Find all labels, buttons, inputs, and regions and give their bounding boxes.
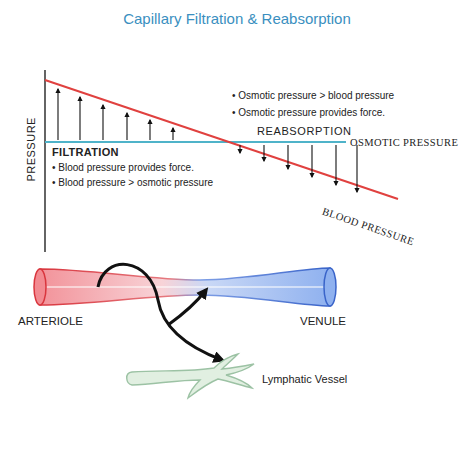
flow-arrow xyxy=(98,264,222,360)
filtration-arrow xyxy=(126,113,127,140)
filtration-arrow xyxy=(57,89,58,140)
note-text: • Osmotic pressure provides force. xyxy=(232,107,385,119)
reabsorption-arrow xyxy=(311,145,312,177)
arteriole-end xyxy=(34,269,46,305)
axis-label: PRESSURE xyxy=(25,118,38,182)
filtration-arrow xyxy=(149,120,150,140)
filtration-arrow xyxy=(79,97,80,140)
reabsorption-arrows xyxy=(240,145,357,192)
reabsorption-arrow xyxy=(239,145,240,153)
region-label: FILTRATION xyxy=(52,146,119,159)
filtration-arrow xyxy=(102,105,103,140)
line-label: BLOOD PRESSURE xyxy=(319,205,418,249)
note-text: • Blood pressure > osmotic pressure xyxy=(52,177,213,189)
vessel-highlight xyxy=(45,286,325,288)
vessel-label: ARTERIOLE xyxy=(18,315,83,329)
vessel-label: Lymphatic Vessel xyxy=(262,373,347,386)
reabsorption-arrow xyxy=(263,145,264,161)
reabsorption-arrow xyxy=(356,145,357,192)
note-text: • Osmotic pressure > blood pressure xyxy=(232,90,394,102)
osmotic-pressure-line xyxy=(45,141,346,143)
line-label: OSMOTIC PRESSURE xyxy=(350,137,458,150)
return-arrow xyxy=(168,290,206,325)
pressure-axis xyxy=(44,70,45,252)
vessel-label: VENULE xyxy=(300,315,346,329)
lymphatic-vessel xyxy=(127,354,254,398)
capillary-vessel xyxy=(40,268,330,306)
blood-pressure-line xyxy=(45,80,398,199)
reabsorption-arrow xyxy=(287,145,288,169)
venule-end xyxy=(324,268,336,306)
region-label: REABSORPTION xyxy=(257,125,352,138)
filtration-arrow xyxy=(172,128,173,140)
note-text: • Blood pressure provides force. xyxy=(52,162,194,174)
diagram-title: Capillary Filtration & Reabsorption xyxy=(0,10,474,27)
filtration-arrows xyxy=(58,89,173,140)
reabsorption-arrow xyxy=(335,145,336,185)
